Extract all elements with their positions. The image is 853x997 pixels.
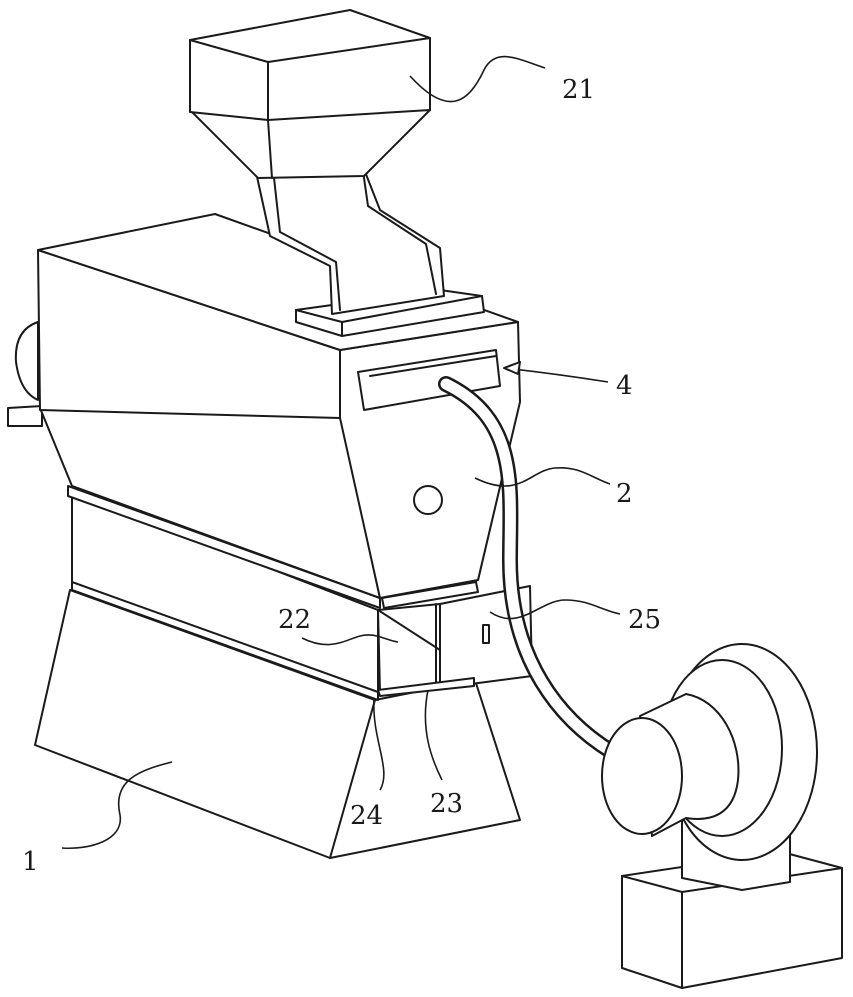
blower — [602, 644, 842, 988]
label-divider: 23 — [430, 789, 463, 819]
label-side-window: 22 — [278, 605, 311, 635]
label-bottom-plate: 24 — [350, 801, 383, 831]
label-base: 1 — [22, 847, 39, 877]
label-chamber: 25 — [628, 605, 661, 635]
label-hopper: 21 — [562, 75, 595, 105]
label-nozzle: 4 — [616, 371, 633, 401]
label-housing: 2 — [616, 479, 633, 509]
